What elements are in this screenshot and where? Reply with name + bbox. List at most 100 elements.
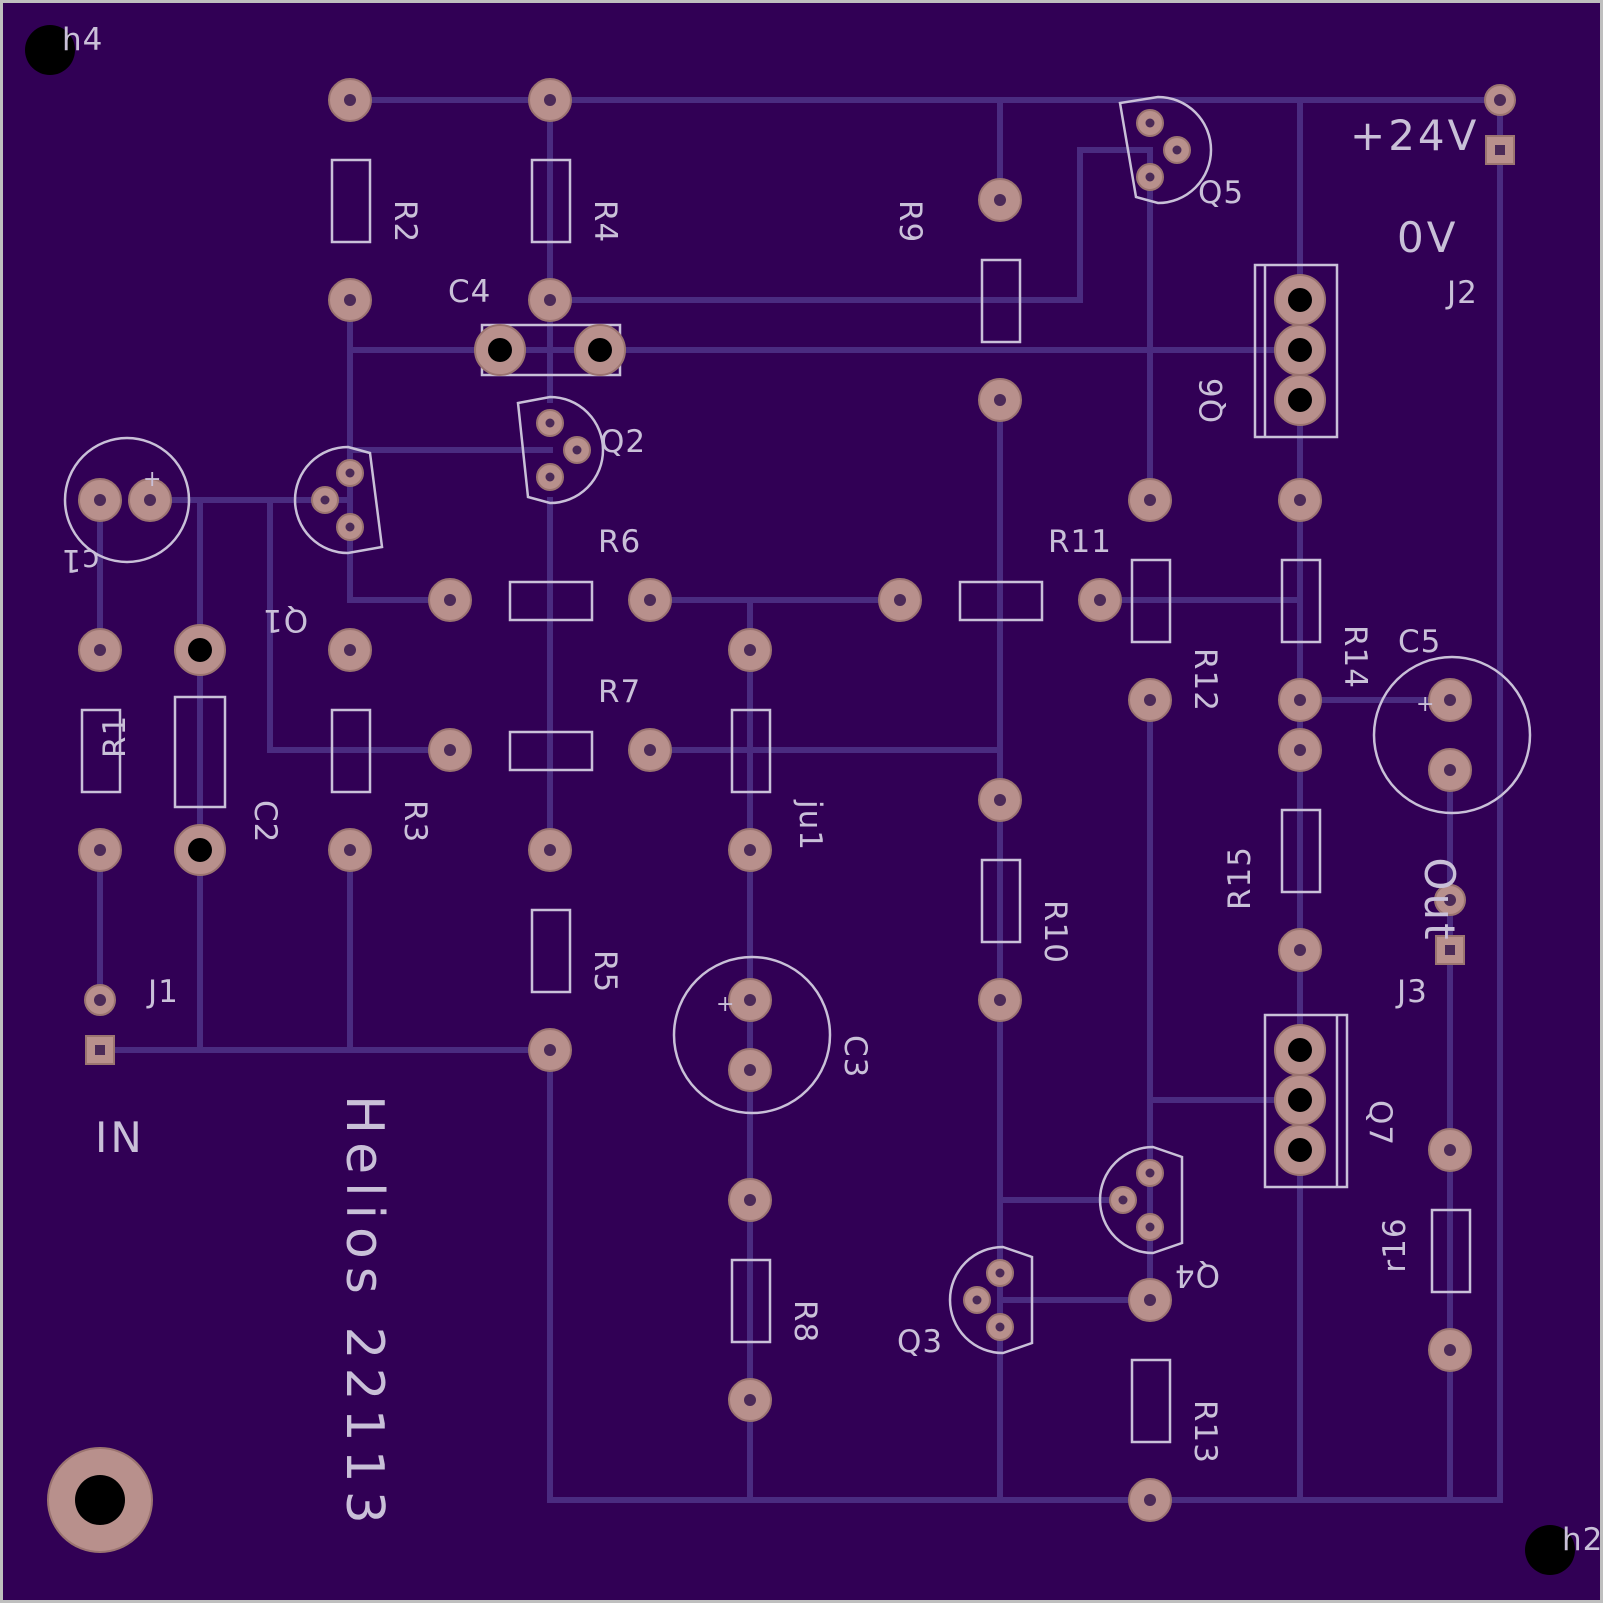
polarity-c1: + <box>143 467 162 492</box>
label-q7: Q7 <box>1362 1100 1398 1146</box>
ju1-body <box>730 708 772 794</box>
label-r16: r16 <box>1377 1217 1413 1272</box>
label-q1: Q1 <box>262 602 308 638</box>
pad-drill <box>1094 594 1106 606</box>
pad-drill <box>1144 494 1156 506</box>
pad-drill <box>995 1268 1005 1278</box>
q7-body <box>1263 1013 1349 1189</box>
q3-body <box>948 1245 1034 1355</box>
pad-drill <box>1495 145 1505 155</box>
pad-drill <box>1294 944 1306 956</box>
pad-drill <box>1494 94 1506 106</box>
label-q5: Q5 <box>1198 175 1244 211</box>
pad-drill <box>545 472 555 482</box>
label-j1: J1 <box>146 974 179 1010</box>
pad-drill <box>572 445 582 455</box>
r13-body <box>1130 1358 1172 1444</box>
pad-drill <box>744 994 756 1006</box>
c5-body <box>1372 655 1532 815</box>
label-r7: R7 <box>598 674 641 710</box>
label-r3: R3 <box>397 800 433 843</box>
q2-body <box>516 395 605 505</box>
q1-body <box>293 445 384 555</box>
label-r9: R9 <box>892 200 928 243</box>
q5-body <box>1118 95 1213 205</box>
pad-drill <box>1288 388 1312 412</box>
pad-drill <box>1144 1294 1156 1306</box>
pad-drill <box>644 594 656 606</box>
pads <box>78 78 1516 1522</box>
label-h4: h4 <box>62 22 103 58</box>
label-q3: Q3 <box>897 1324 943 1360</box>
label-out: Out <box>1415 857 1464 942</box>
c3-body <box>672 955 832 1115</box>
pad-drill <box>1444 694 1456 706</box>
label-v0: 0V <box>1397 213 1458 262</box>
label-title: Helios 22113 <box>334 1095 394 1532</box>
pad-drill <box>1288 1038 1312 1062</box>
pad-drill <box>1444 764 1456 776</box>
pad-drill <box>320 495 330 505</box>
label-r14: R14 <box>1337 625 1373 689</box>
pad-drill <box>744 644 756 656</box>
q6-body <box>1253 263 1339 439</box>
pad-drill <box>345 468 355 478</box>
label-r5: R5 <box>587 950 623 993</box>
pad-drill <box>972 1295 982 1305</box>
polarity-c3: + <box>716 992 735 1017</box>
label-r12: R12 <box>1187 648 1223 712</box>
label-r13: R13 <box>1187 1400 1223 1464</box>
r4-body <box>530 158 572 244</box>
pad-drill <box>344 294 356 306</box>
pad-drill <box>588 338 612 362</box>
label-r15: R15 <box>1222 846 1258 910</box>
r7-body <box>508 730 594 772</box>
pad-drill <box>744 1194 756 1206</box>
pad-drill <box>744 844 756 856</box>
label-c1: c1 <box>61 542 100 578</box>
pad-drill <box>544 294 556 306</box>
label-c4: C4 <box>448 274 491 310</box>
pad-drill <box>995 1322 1005 1332</box>
pad-drill <box>1288 338 1312 362</box>
mount-hole-drill <box>75 1475 125 1525</box>
r1-body <box>80 708 122 794</box>
label-r8: R8 <box>787 1300 823 1343</box>
pad-drill <box>544 94 556 106</box>
pad-drill <box>444 594 456 606</box>
r14-body <box>1280 558 1322 644</box>
pad-drill <box>1144 1494 1156 1506</box>
mount-hole-h2 <box>1525 1525 1575 1575</box>
label-r11: R11 <box>1048 524 1112 560</box>
silkscreen-labels: h4 h2 R2 R4 R9 Q5 +24V 0V J2 C4 Q6 Q2 c1… <box>61 22 1603 1558</box>
pad-drill <box>894 594 906 606</box>
pad-drill <box>345 522 355 532</box>
pad-drill <box>545 418 555 428</box>
pad-drill <box>94 844 106 856</box>
pad-drill <box>344 644 356 656</box>
r12-body <box>1130 558 1172 644</box>
r15-body <box>1280 808 1322 894</box>
pad-drill <box>1145 118 1155 128</box>
pad-drill <box>1172 145 1182 155</box>
pad-drill <box>94 494 106 506</box>
pad-drill <box>1288 1138 1312 1162</box>
pad-drill <box>1444 1344 1456 1356</box>
label-j2: J2 <box>1445 275 1478 311</box>
label-h2: h2 <box>1562 1522 1603 1558</box>
r8-body <box>730 1258 772 1344</box>
pad-drill <box>95 1045 105 1055</box>
pad-drill <box>1444 1144 1456 1156</box>
r16-body <box>1430 1208 1472 1294</box>
label-q2: Q2 <box>600 424 646 460</box>
pad-drill <box>1145 1168 1155 1178</box>
label-r10: R10 <box>1037 900 1073 964</box>
pad-drill <box>1145 172 1155 182</box>
pad-drill <box>1288 288 1312 312</box>
label-r1: R1 <box>97 715 133 758</box>
c1-body <box>63 436 191 564</box>
pad-drill <box>1288 1088 1312 1112</box>
pad-drill <box>94 644 106 656</box>
